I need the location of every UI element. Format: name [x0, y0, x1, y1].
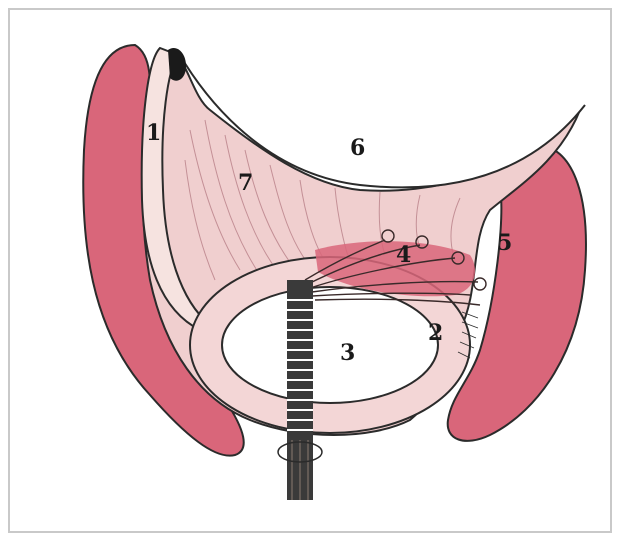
ring-opening [222, 287, 438, 403]
label-3: 3 [340, 340, 355, 366]
label-6: 6 [350, 135, 365, 161]
label-5: 5 [497, 230, 512, 256]
label-4: 4 [396, 242, 411, 268]
label-2: 2 [428, 320, 443, 346]
label-1: 1 [146, 120, 161, 146]
label-7: 7 [238, 170, 253, 196]
